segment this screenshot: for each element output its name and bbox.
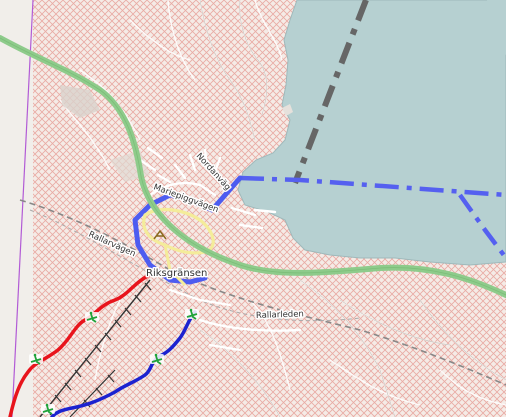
road-label-rallarleden: Rallarleden [256, 309, 304, 321]
place-label-riksgransen: Riksgränsen [146, 268, 207, 279]
skier-icon[interactable] [185, 308, 199, 320]
outside-area-lower [0, 330, 12, 417]
trail-outlines [199, 0, 506, 417]
border-blue-branch [458, 193, 506, 260]
admin-boundary [11, 0, 34, 417]
islet [282, 104, 293, 116]
rock-area [60, 85, 100, 118]
ski-piste-blue[interactable] [50, 310, 197, 417]
skier-icon[interactable] [29, 353, 43, 365]
ski-piste-red[interactable] [8, 274, 150, 417]
skier-icon[interactable] [85, 311, 99, 323]
lake [237, 0, 506, 266]
road-yellow-link [163, 244, 187, 287]
village-roads [138, 146, 302, 352]
lake-east-edge [487, 0, 506, 55]
ski-lift[interactable] [39, 279, 152, 417]
highway-casing [0, 37, 506, 296]
border-blue [239, 175, 506, 198]
skier-icon[interactable] [41, 403, 55, 415]
border-gray [292, 0, 369, 185]
skier-icon[interactable] [150, 353, 164, 365]
road-blue [132, 175, 243, 285]
tourism-icon[interactable] [153, 229, 167, 240]
railway [19, 199, 506, 386]
